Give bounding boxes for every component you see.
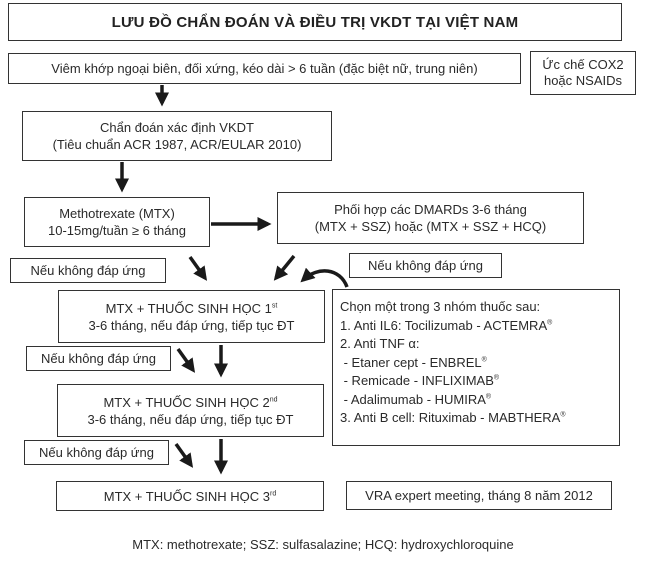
bio1-title: MTX + THUỐC SINH HỌC 1 (105, 300, 272, 316)
biologic-2nd-box: MTX + THUỐC SINH HỌC 2nd 3-6 tháng, nếu … (57, 384, 324, 437)
arrow-dmards-to-bio1 (273, 254, 296, 281)
biologic-3rd-box: MTX + THUỐC SINH HỌC 3rd (56, 481, 324, 511)
flowchart-title: LƯU ĐỒ CHẨN ĐOÁN VÀ ĐIỀU TRỊ VKDT TẠI VI… (8, 3, 622, 41)
mtx-line2: 10-15mg/tuần ≥ 6 tháng (48, 223, 186, 238)
diagnosis-box: Chẩn đoán xác định VKDT (Tiêu chuẩn ACR … (22, 111, 332, 161)
drug-option: 3. Anti B cell: Rituximab - MABTHERA® (340, 410, 566, 425)
dmards-line1: Phối hợp các DMARDs 3-6 tháng (334, 202, 527, 217)
drug-option: - Adalimumab - HUMIRA® (340, 391, 492, 407)
biologic-1st-box: MTX + THUỐC SINH HỌC 1st 3-6 tháng, nếu … (58, 290, 325, 343)
methotrexate-box: Methotrexate (MTX) 10-15mg/tuần ≥ 6 thán… (24, 197, 210, 247)
bio2-line2: 3-6 tháng, nếu đáp ứng, tiếp tục ĐT (87, 411, 294, 427)
vra-source-box: VRA expert meeting, tháng 8 năm 2012 (346, 481, 612, 510)
no-response-label: Nếu không đáp ứng (26, 346, 171, 371)
bio2-line1: MTX + THUỐC SINH HỌC 2nd (103, 394, 277, 411)
diagnosis-line2: (Tiêu chuẩn ACR 1987, ACR/EULAR 2010) (52, 137, 302, 152)
bio2-ordinal: nd (269, 396, 278, 404)
arrow-nr-to-bio3 (174, 442, 194, 468)
no-response-label: Nếu không đáp ứng (10, 258, 166, 283)
cox2-line2: hoặc NSAIDs (543, 73, 623, 88)
bio3-ordinal: rd (270, 490, 277, 498)
abbreviations-footnote: MTX: methotrexate; SSZ: sulfasalazine; H… (132, 537, 514, 552)
bio1-line1: MTX + THUỐC SINH HỌC 1st (106, 300, 278, 317)
dmards-combination-box: Phối hợp các DMARDs 3-6 tháng (MTX + SSZ… (277, 192, 584, 244)
drug-option: 2. Anti TNF α: (340, 336, 420, 351)
bio3-title: MTX + THUỐC SINH HỌC 3 (103, 488, 271, 504)
drug-option: 1. Anti IL6: Tocilizumab - ACTEMRA® (340, 317, 553, 333)
arrow-nr-to-bio2 (176, 347, 196, 373)
mtx-line1: Methotrexate (MTX) (59, 206, 175, 221)
bio2-title: MTX + THUỐC SINH HỌC 2 (103, 394, 270, 410)
symptoms-text: Viêm khớp ngoại biên, đối xứng, kéo dài … (51, 61, 478, 76)
no-response-label: Nếu không đáp ứng (24, 440, 169, 465)
no-response-label: Nếu không đáp ứng (349, 253, 502, 278)
cox2-line1: Ức chế COX2 (542, 57, 624, 72)
arrow-drugs-to-bio1 (300, 267, 349, 288)
dmards-line2: (MTX + SSZ) hoặc (MTX + SSZ + HCQ) (314, 219, 547, 234)
drug-option: - Etaner cept - ENBREL® (340, 354, 487, 370)
diagnosis-line1: Chẩn đoán xác định VKDT (100, 120, 254, 135)
cox2-nsaids-box: Ức chế COX2 hoặc NSAIDs (530, 51, 636, 95)
arrow-mtx-to-bio1 (188, 255, 208, 281)
bio1-ordinal: st (271, 302, 278, 310)
bio1-line2: 3-6 tháng, nếu đáp ứng, tiếp tục ĐT (88, 317, 295, 333)
bio3-line1: MTX + THUỐC SINH HỌC 3rd (104, 488, 277, 505)
symptoms-box: Viêm khớp ngoại biên, đối xứng, kéo dài … (8, 53, 521, 84)
title-text: LƯU ĐỒ CHẨN ĐOÁN VÀ ĐIỀU TRỊ VKDT TẠI VI… (111, 13, 519, 31)
drug-options-heading: Chọn một trong 3 nhóm thuốc sau: (340, 299, 541, 314)
vra-text: VRA expert meeting, tháng 8 năm 2012 (365, 488, 593, 503)
drug-option: - Remicade - INFLIXIMAB® (340, 373, 500, 388)
drug-options-box: Chọn một trong 3 nhóm thuốc sau: 1. Anti… (332, 289, 620, 446)
